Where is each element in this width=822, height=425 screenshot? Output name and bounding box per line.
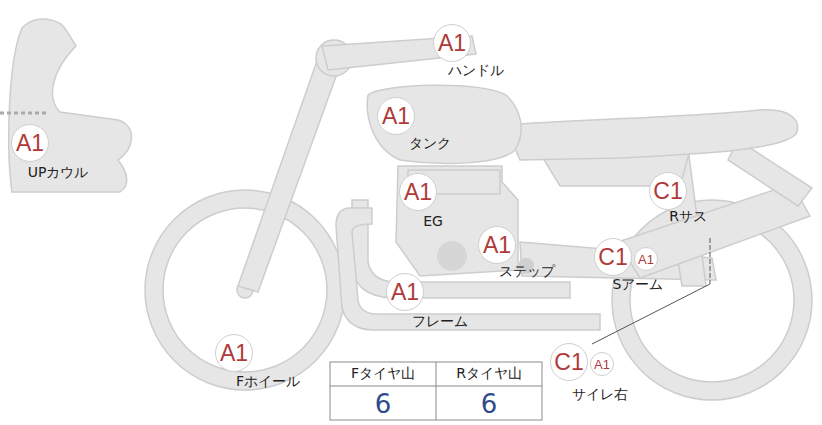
grade-text: A1 (391, 281, 419, 304)
engine-cover (437, 241, 467, 271)
part-name: フレーム (412, 314, 468, 329)
seat (505, 110, 798, 160)
leader-line (710, 238, 711, 284)
grade-text: A1 (638, 253, 654, 266)
grade-text: A1 (220, 342, 248, 365)
part-name: ステップ (499, 264, 555, 279)
grade-text: A1 (16, 132, 44, 155)
grade-circle: A1 (386, 273, 424, 311)
up-cowl (9, 19, 132, 192)
front-wheel (145, 190, 345, 390)
grade-circle: A1 (634, 247, 658, 271)
grade-circle: A1 (590, 352, 614, 376)
table-header: Rタイヤ山 (456, 366, 522, 381)
part-name: サイレ右 (572, 387, 628, 402)
part-name: EG (423, 214, 443, 229)
fuel-tank (367, 85, 521, 163)
grade-circle: A1 (215, 334, 253, 372)
grade-circle: A1 (377, 97, 415, 135)
part-name: Fホイール (236, 374, 300, 389)
engine (396, 166, 518, 276)
grade-text: A1 (382, 105, 410, 128)
part-name: ハンドル (448, 63, 504, 78)
leader-line (592, 284, 710, 344)
part-name: UPカウル (28, 165, 89, 180)
grade-circle: A1 (478, 226, 516, 264)
grade-text: C1 (653, 180, 682, 203)
table-value: 6 (375, 390, 392, 419)
grade-circle: C1 (649, 172, 687, 210)
part-name: Sアーム (613, 277, 664, 292)
grade-text: C1 (554, 351, 583, 374)
cowl-cut-line (0, 112, 46, 115)
grade-text: A1 (483, 234, 511, 257)
part-name: タンク (409, 136, 451, 151)
muffler (618, 184, 810, 278)
grade-text: A1 (404, 181, 432, 204)
part-name: Rサス (669, 209, 707, 224)
grade-text: A1 (438, 32, 466, 55)
table-value: 6 (481, 390, 498, 419)
table-header: Fタイヤ山 (351, 366, 415, 381)
grade-circle: C1 (550, 343, 588, 381)
grade-text: C1 (598, 246, 627, 269)
grade-circle: A1 (11, 124, 49, 162)
grade-circle: A1 (399, 173, 437, 211)
grade-circle: A1 (433, 24, 471, 62)
grade-circle: C1 (594, 238, 632, 276)
tire-table (330, 362, 542, 420)
front-fork (238, 58, 342, 292)
grade-text: A1 (594, 358, 610, 371)
